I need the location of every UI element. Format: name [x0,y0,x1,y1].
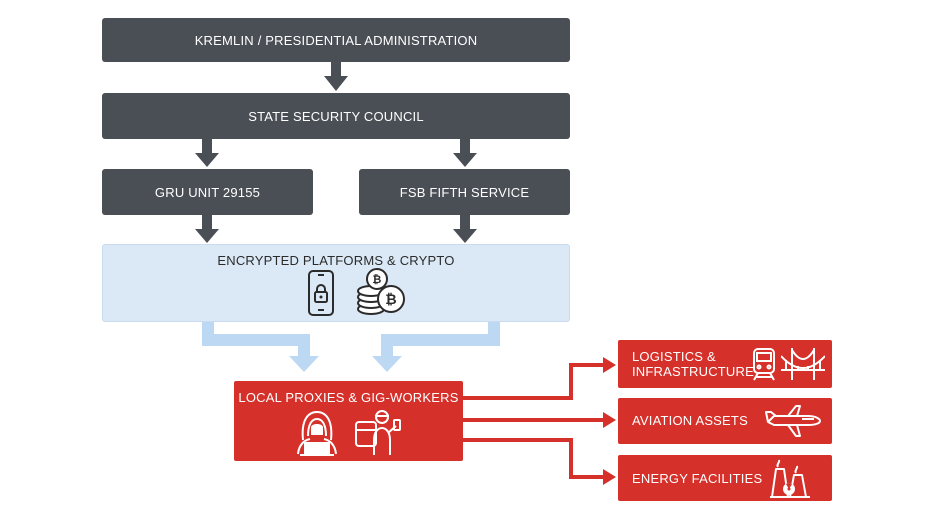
bitcoin-coins-icon: ₿ ₿ [357,268,405,315]
platforms-node: ENCRYPTED PLATFORMS & CRYPTO ₿ ₿ [102,244,570,322]
platforms-label: ENCRYPTED PLATFORMS & CRYPTO [217,253,455,268]
kremlin-label: KREMLIN / PRESIDENTIAL ADMINISTRATION [194,32,478,48]
arrow-platforms-right-to-proxies [372,322,500,372]
energy-node: ENERGY FACILITIES [618,455,832,501]
airplane-icon [765,405,821,437]
arrow-council-to-fsb [453,139,477,167]
train-icon [753,348,775,381]
kremlin-node: KREMLIN / PRESIDENTIAL ADMINISTRATION [102,18,570,62]
gru-label: GRU UNIT 29155 [154,184,261,200]
logistics-node: LOGISTICS & INFRASTRUCTURE [618,340,832,388]
logistics-label-line1: LOGISTICS & [632,349,716,364]
arrow-kremlin-to-council [324,62,348,91]
power-plant-icon [770,459,810,498]
gru-node: GRU UNIT 29155 [102,169,313,215]
aviation-label: AVIATION ASSETS [632,413,748,428]
arrow-proxies-to-energy [463,438,605,479]
arrow-gru-to-platforms [195,215,219,243]
fsb-node: FSB FIFTH SERVICE [359,169,570,215]
logistics-label: LOGISTICS & INFRASTRUCTURE [632,349,754,379]
arrow-fsb-to-platforms [453,215,477,243]
security-council-node: STATE SECURITY COUNCIL [102,93,570,139]
logistics-label-line2: INFRASTRUCTURE [632,364,754,379]
arrow-platforms-left-to-proxies [202,322,319,372]
svg-text:₿: ₿ [372,273,381,286]
hooded-hacker-icon [297,410,337,456]
proxies-node: LOCAL PROXIES & GIG-WORKERS [234,381,463,461]
aviation-node: AVIATION ASSETS [618,398,832,444]
bridge-icon [781,348,825,380]
fsb-label: FSB FIFTH SERVICE [399,184,530,200]
smartphone-lock-icon [308,270,334,316]
gig-worker-icon [355,410,401,455]
svg-text:₿: ₿ [385,292,397,308]
arrow-council-to-gru [195,139,219,167]
security-council-label: STATE SECURITY COUNCIL [248,108,424,124]
proxies-label: LOCAL PROXIES & GIG-WORKERS [238,390,459,405]
arrow-proxies-to-logistics [463,363,605,400]
energy-label: ENERGY FACILITIES [632,471,763,486]
